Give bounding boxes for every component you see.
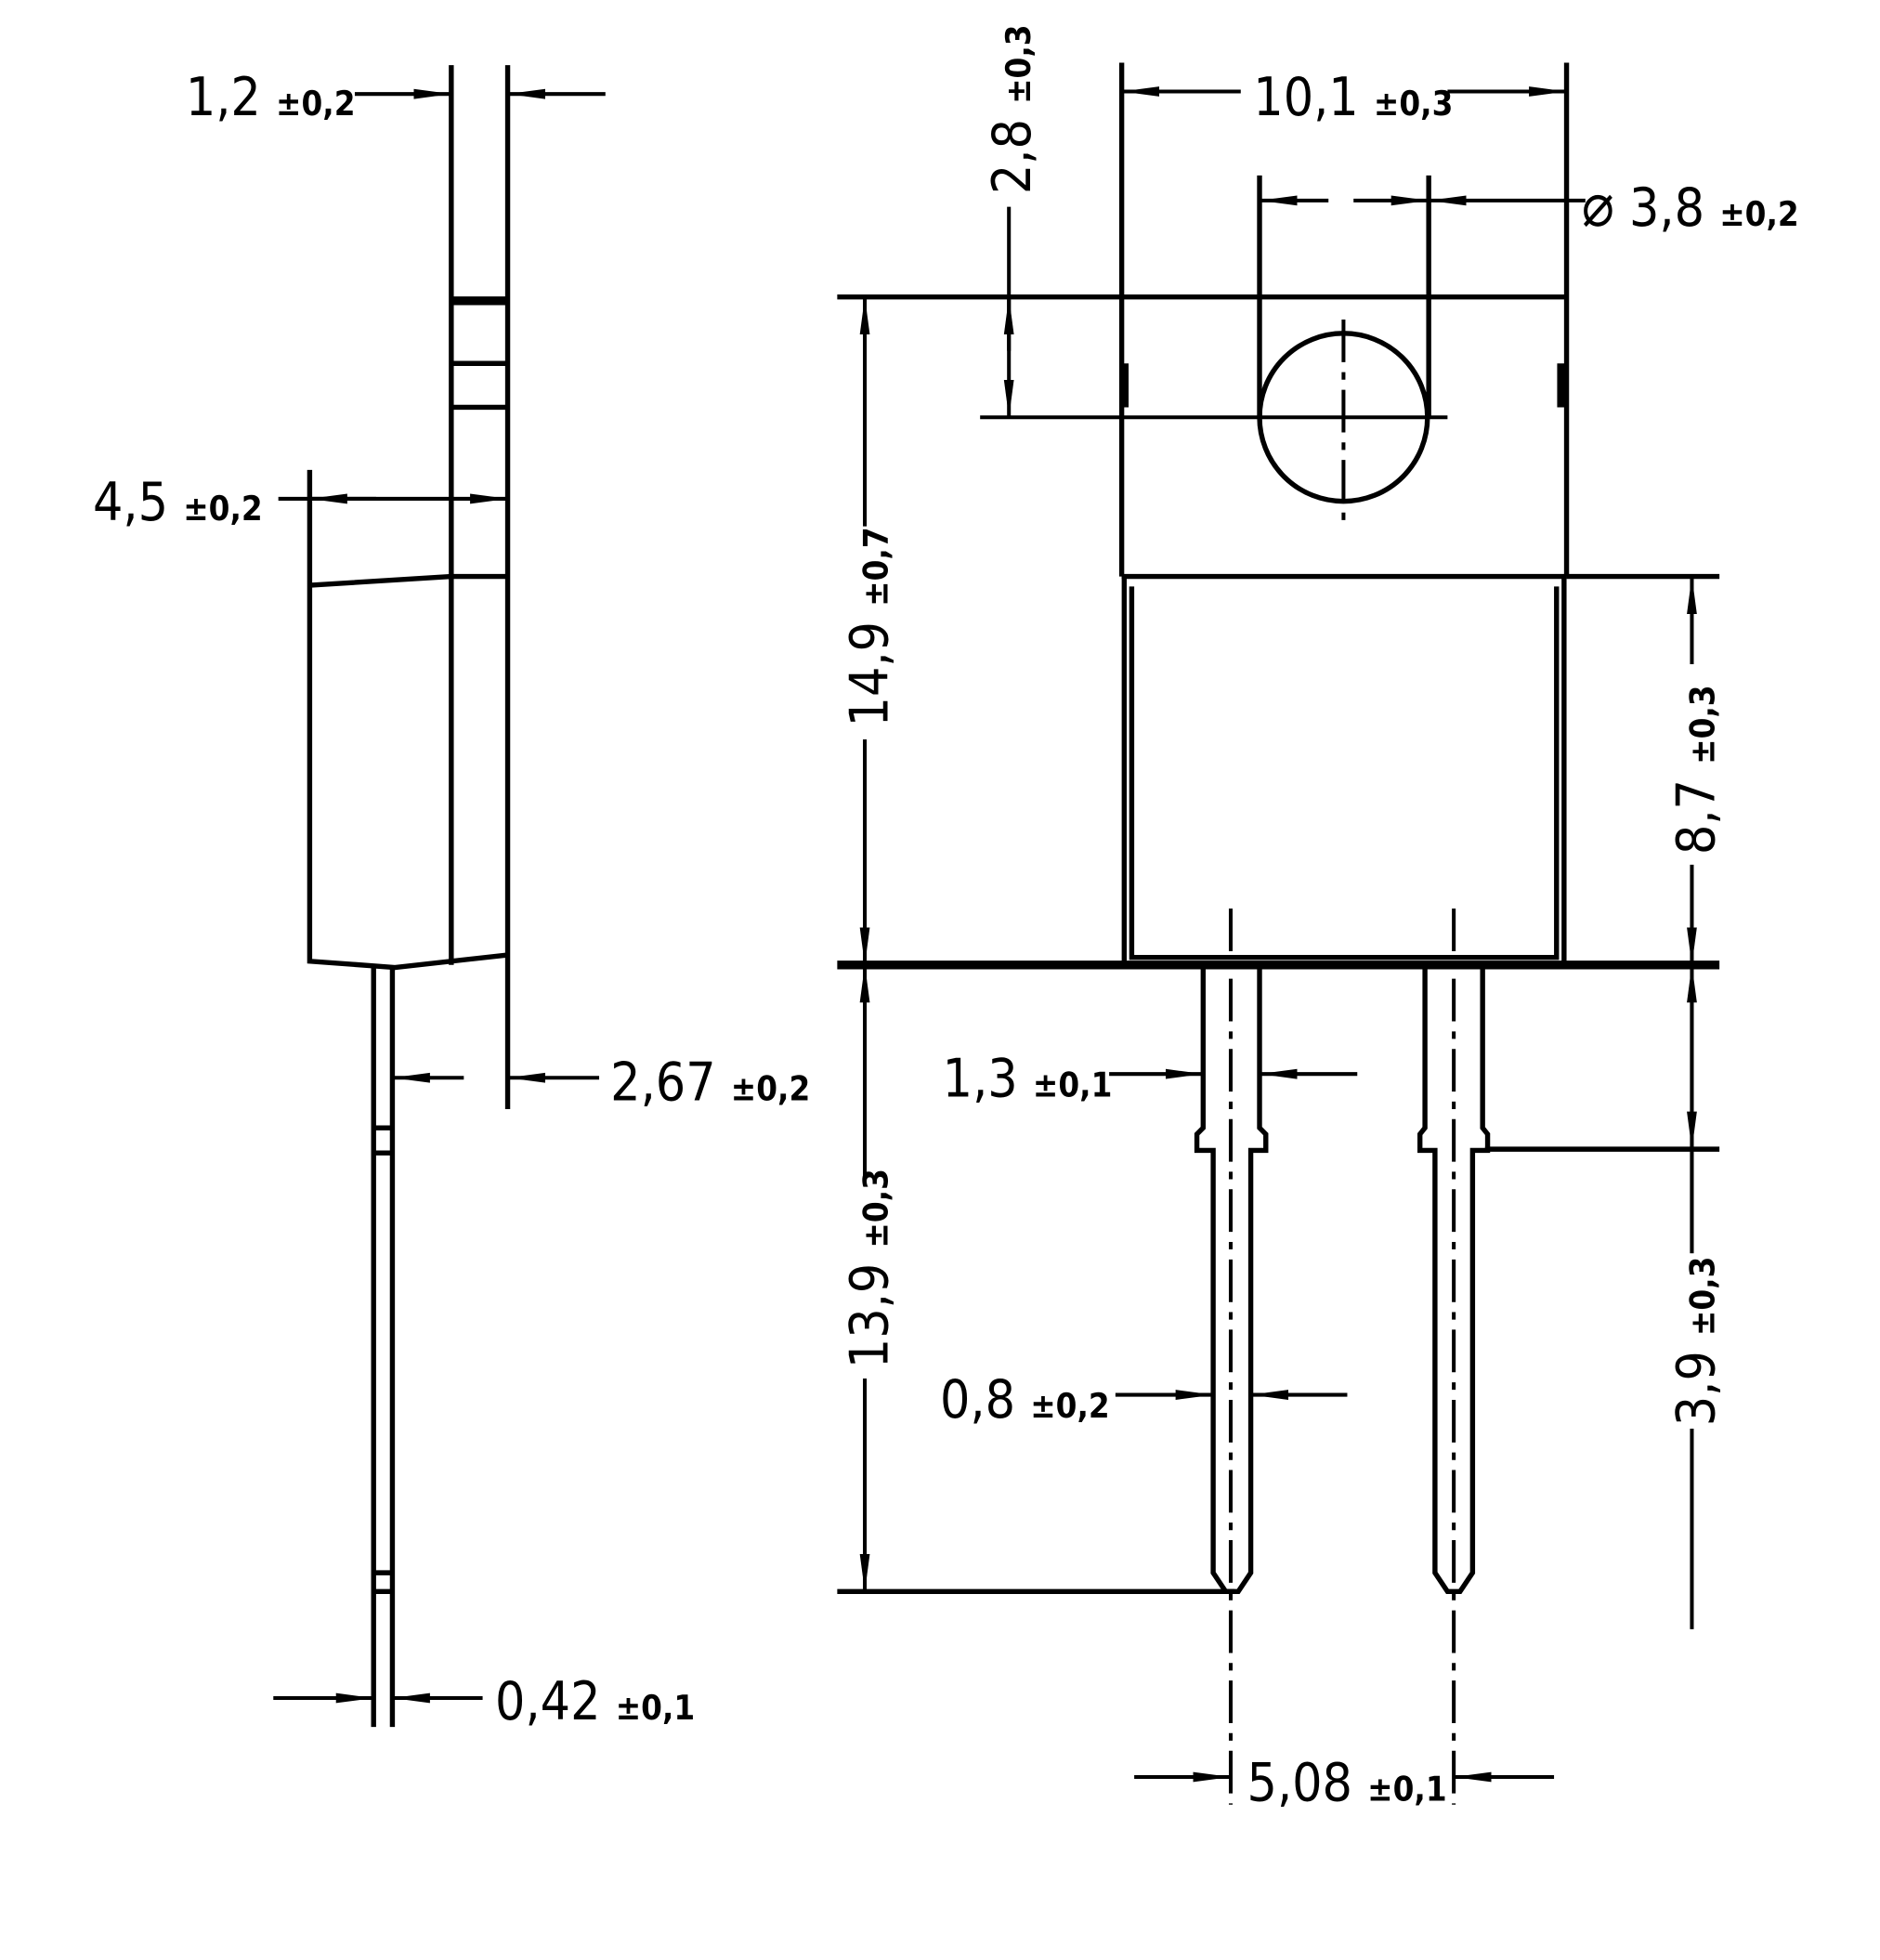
dim-0-8-label: 0,8 ±0,2 <box>940 1369 1110 1431</box>
dim-8-7-label: 8,7 ±0,3 <box>1666 685 1728 855</box>
dim-hole-diameter-label: ⌀ 3,8 ±0,2 <box>1582 171 1799 241</box>
dim-14-9-label: 14,9 ±0,7 <box>839 527 900 726</box>
dim-1-3-label: 1,3 ±0,1 <box>943 1048 1113 1109</box>
dim-10-1-label: 10,1 ±0,3 <box>1253 67 1453 128</box>
dim-4-5-label: 4,5 ±0,2 <box>93 472 263 533</box>
side-view: 1,2 ±0,2 4,5 ±0,2 2,67 ±0,2 0,42 ±0,1 <box>93 65 810 1732</box>
dim-3-9-label: 3,9 ±0,3 <box>1666 1257 1728 1427</box>
front-view: 10,1 ±0,3 ⌀ 3,8 ±0,2 2,8 ±0,3 14,9 ±0,7 … <box>837 24 1799 1814</box>
dim-0-42-label: 0,42 ±0,1 <box>495 1671 695 1732</box>
dim-2-8-label: 2,8 ±0,3 <box>982 24 1043 194</box>
dim-2-67-label: 2,67 ±0,2 <box>610 1052 810 1114</box>
dim-5-08-label: 5,08 ±0,1 <box>1247 1753 1447 1814</box>
dim-13-9-label: 13,9 ±0,3 <box>839 1169 900 1368</box>
dim-1-2-label: 1,2 ±0,2 <box>186 67 356 128</box>
